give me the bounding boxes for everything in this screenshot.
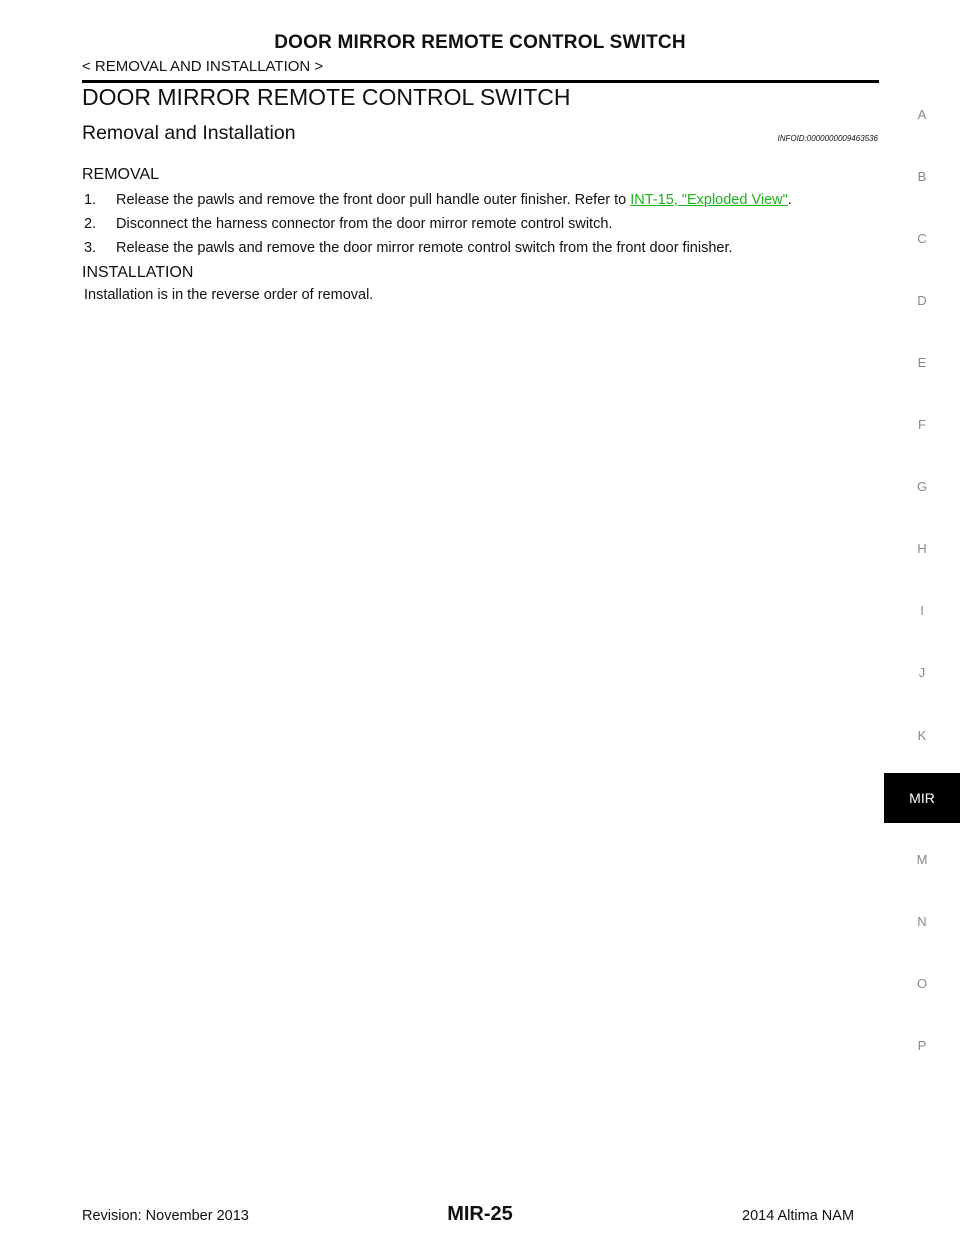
removal-heading: REMOVAL xyxy=(82,166,160,183)
tab-p[interactable]: P xyxy=(917,1038,927,1053)
step-text: Disconnect the harness connector from th… xyxy=(116,216,613,232)
info-id: INFOID:0000000009463536 xyxy=(777,134,878,143)
tab-j[interactable]: J xyxy=(918,665,926,680)
tab-b[interactable]: B xyxy=(917,169,927,184)
removal-step-1: 1. Release the pawls and remove the front… xyxy=(84,192,884,208)
tab-d[interactable]: D xyxy=(917,293,927,308)
tab-m[interactable]: M xyxy=(916,852,928,867)
reference-link[interactable]: INT-15, "Exploded View" xyxy=(630,192,788,208)
tab-o[interactable]: O xyxy=(916,976,928,991)
tab-k[interactable]: K xyxy=(917,728,927,743)
tab-mir-active[interactable]: MIR xyxy=(884,773,960,823)
section-tab-strip: A B C D E F G H I J K MIR M N O P xyxy=(884,0,960,1242)
step-text-end: . xyxy=(787,192,792,208)
footer-page-number: MIR-25 xyxy=(447,1203,513,1225)
tab-a[interactable]: A xyxy=(917,107,927,122)
tab-g[interactable]: G xyxy=(916,479,928,494)
tab-c[interactable]: C xyxy=(917,231,927,246)
step-number: 2. xyxy=(84,216,97,232)
step-text: Release the pawls and remove the front d… xyxy=(116,192,631,208)
tab-h[interactable]: H xyxy=(917,541,927,556)
step-text: Release the pawls and remove the door mi… xyxy=(116,240,733,256)
installation-heading: INSTALLATION xyxy=(82,264,194,281)
step-number: 1. xyxy=(84,192,97,208)
footer-revision: Revision: November 2013 xyxy=(82,1208,249,1224)
step-number: 3. xyxy=(84,240,97,256)
section-title: DOOR MIRROR REMOTE CONTROL SWITCH xyxy=(82,84,571,110)
removal-step-3: 3. Release the pawls and remove the door … xyxy=(84,240,884,256)
tab-n[interactable]: N xyxy=(917,914,927,929)
tab-e[interactable]: E xyxy=(917,355,927,370)
page-header-title: DOOR MIRROR REMOTE CONTROL SWITCH xyxy=(274,32,686,53)
header-divider xyxy=(82,80,879,83)
footer-model: 2014 Altima NAM xyxy=(742,1208,855,1224)
installation-text: Installation is in the reverse order of … xyxy=(84,287,374,303)
tab-i[interactable]: I xyxy=(920,603,924,618)
page-header-subtitle: < REMOVAL AND INSTALLATION > xyxy=(82,58,324,75)
section-subtitle: Removal and Installation xyxy=(82,122,296,144)
removal-step-2: 2. Disconnect the harness connector from … xyxy=(84,216,884,232)
tab-f[interactable]: F xyxy=(918,417,926,432)
